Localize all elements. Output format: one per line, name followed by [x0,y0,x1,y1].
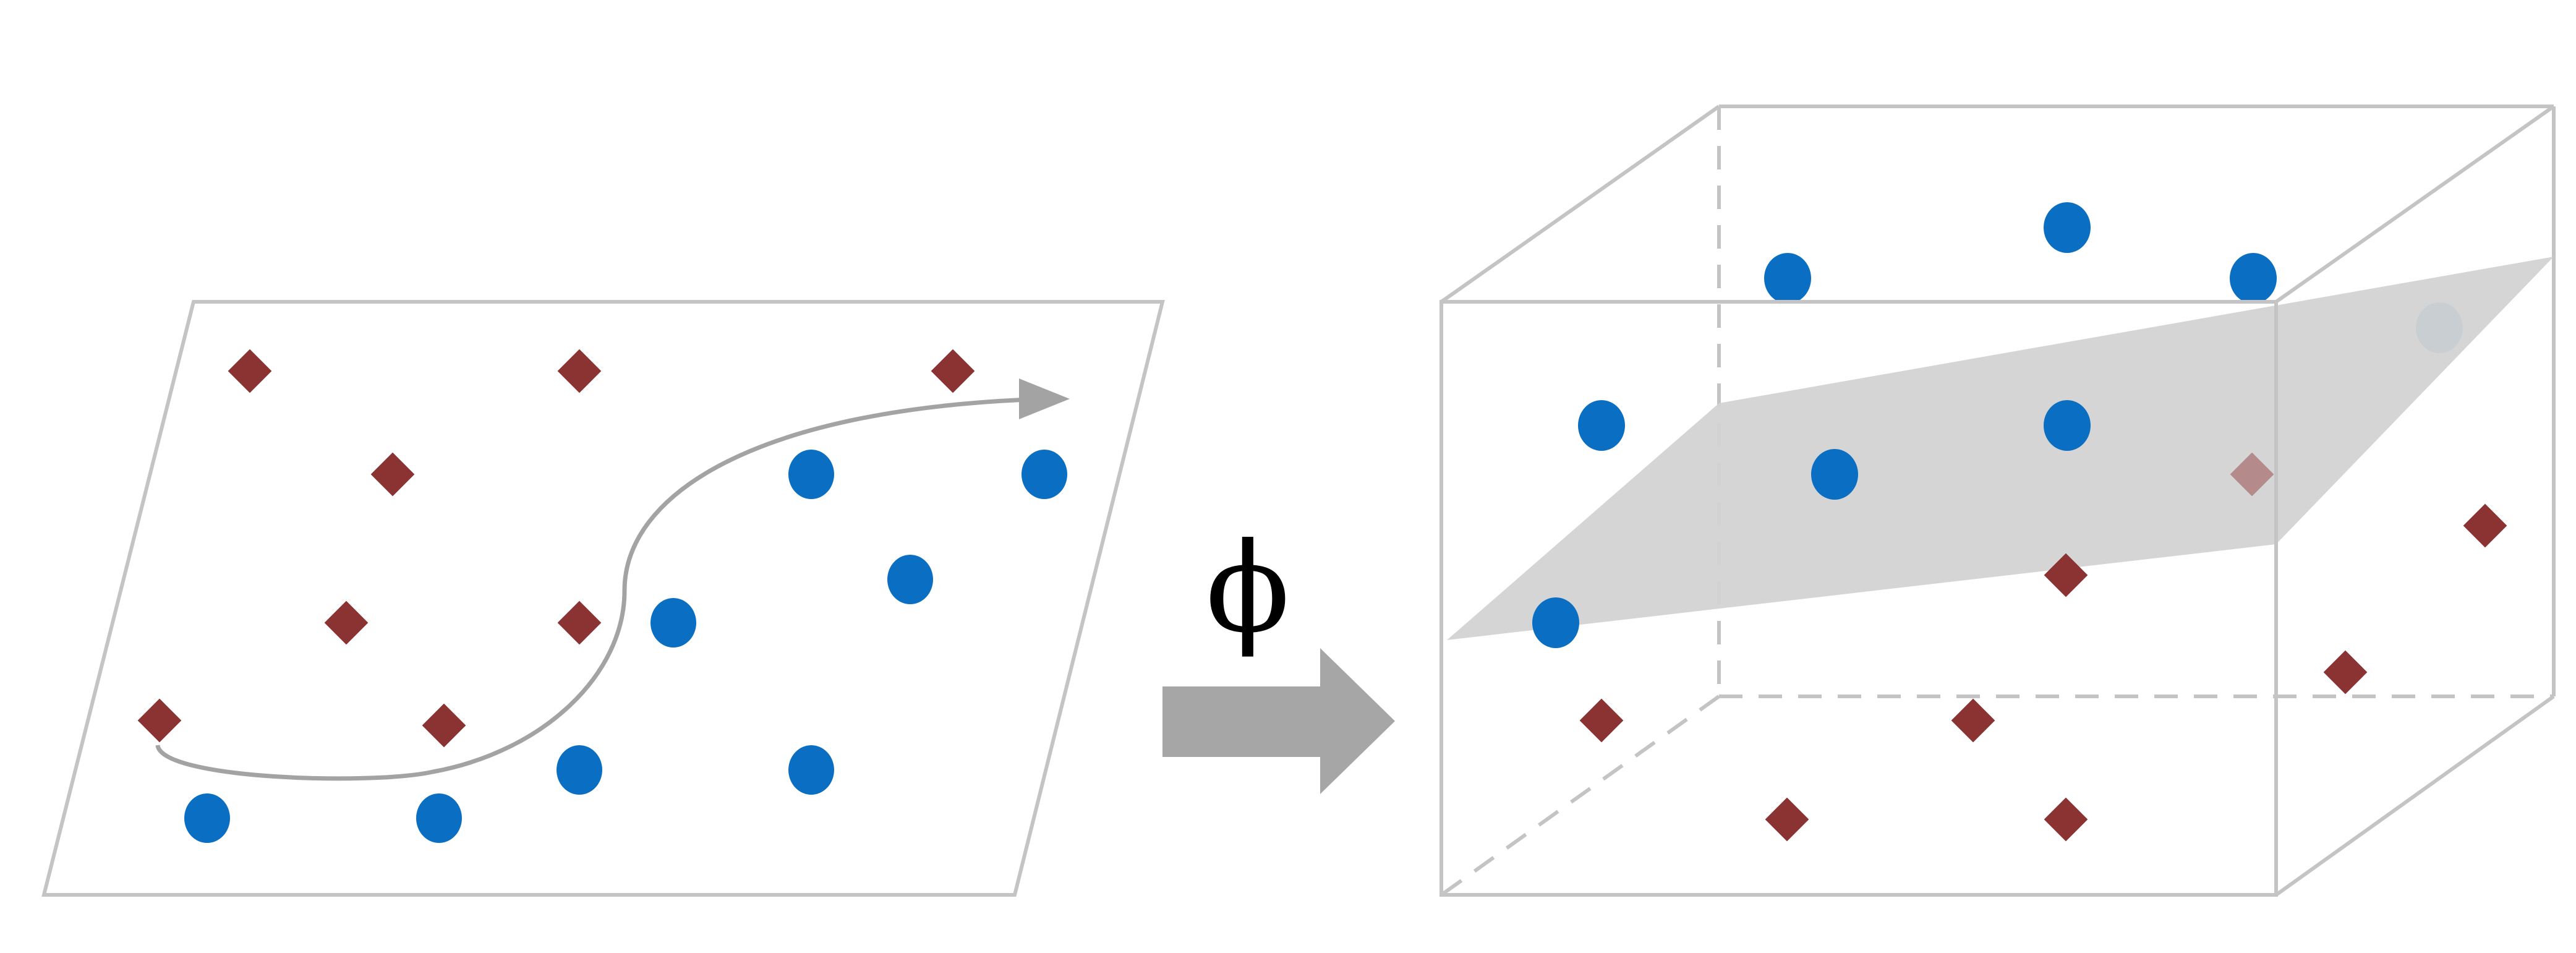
class-a-diamond [2323,650,2368,694]
class-a-diamond [2044,797,2088,842]
class-a-diamond [228,349,272,393]
feature-space-panel [1439,105,2556,897]
class-b-circle [788,745,834,795]
class-b-circle [887,555,933,604]
nonlinear-boundary-curve [155,396,1046,781]
class-b-circle [1811,449,1858,500]
class-a-diamond [370,452,415,497]
feature-class-b-points-front [1532,400,2091,648]
cube-front-face [1439,300,2278,897]
class-a-diamond [1579,698,1624,743]
mapping-arrow-shape [1162,648,1395,794]
input-space-plane [41,300,1165,897]
class-a-diamond [137,698,182,743]
class-a-diamond [2463,503,2507,548]
input-class-a-points [137,349,975,748]
class-b-circle [416,793,462,843]
class-b-circle [1532,597,1579,648]
class-b-circle [788,450,834,499]
class-b-circle [2230,253,2277,304]
class-b-circle [650,598,696,647]
class-b-circle [557,745,602,795]
class-b-circle [1578,400,1625,451]
cube-back-edges [1440,105,2556,897]
class-b-circle [184,793,230,843]
separating-hyperplane [1447,257,2554,640]
class-b-circle [1764,253,1811,304]
class-b-circle [2044,400,2091,451]
input-space-panel [41,300,1165,897]
class-a-diamond [1765,797,1809,842]
input-class-b-points [184,450,1067,843]
class-a-diamond [1951,698,1995,743]
class-b-circle [2044,202,2091,253]
nonlinear-boundary-arrowhead [1019,378,1070,419]
class-a-diamond [422,703,466,748]
class-a-diamond [931,349,975,393]
mapping-arrow: ϕ [1162,516,1395,794]
class-a-diamond [557,600,602,645]
class-a-diamond [557,349,602,393]
mapping-label: ϕ [1206,516,1290,660]
class-a-diamond [324,600,369,645]
class-b-circle [1021,450,1067,499]
